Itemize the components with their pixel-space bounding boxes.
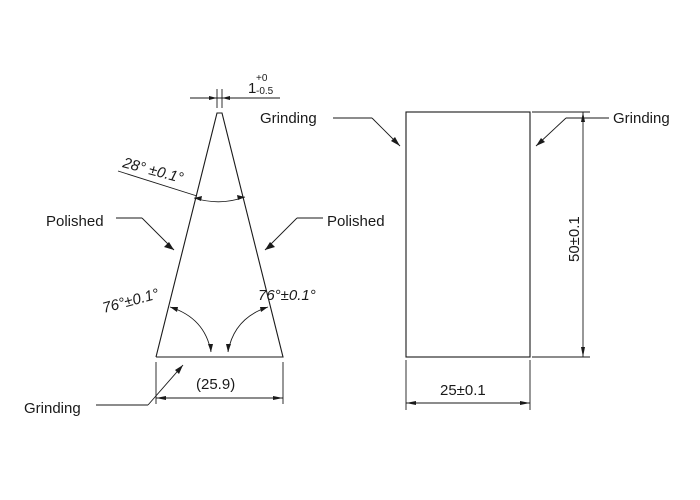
polished-right-label: Polished: [327, 213, 385, 230]
tip-width-dimension: 1 +0 -0.5: [190, 73, 280, 108]
grinding-left-leader: Grinding: [260, 110, 401, 147]
left-base-angle-dimension: 76°±0.1°: [101, 285, 213, 353]
left-base-angle-label: 76°±0.1°: [101, 285, 161, 316]
base-width-label: (25.9): [196, 376, 235, 393]
grinding-base-label: Grinding: [24, 400, 81, 417]
triangle-part: 1 +0 -0.5 28° ±0.1° 76°±0.1° 76°±0.1°: [24, 73, 385, 417]
base-width-dimension: (25.9): [155, 362, 284, 404]
width-dimension-label: 25±0.1: [440, 382, 486, 399]
right-base-angle-label: 76°±0.1°: [258, 287, 316, 304]
height-dimension-label: 50±0.1: [566, 216, 583, 262]
tip-width-upper-tolerance: +0: [256, 73, 268, 84]
rectangle-part: Grinding Grinding 50±0.1: [260, 110, 670, 410]
right-base-angle-dimension: 76°±0.1°: [226, 287, 316, 353]
rectangle-outline: [405, 111, 531, 358]
grinding-left-label: Grinding: [260, 110, 317, 127]
polished-left-label: Polished: [46, 213, 104, 230]
tip-width-nominal: 1: [248, 80, 256, 97]
tip-angle-dimension: 28° ±0.1°: [117, 154, 246, 203]
triangle-outline: [155, 112, 284, 358]
width-dimension: 25±0.1: [405, 360, 531, 410]
polished-right-leader: Polished: [264, 213, 385, 251]
tip-width-lower-tolerance: -0.5: [256, 86, 274, 97]
grinding-base-leader: Grinding: [24, 364, 184, 417]
grinding-right-leader: Grinding: [535, 110, 670, 147]
grinding-right-label: Grinding: [613, 110, 670, 127]
polished-left-leader: Polished: [46, 213, 175, 251]
height-dimension: 50±0.1: [532, 111, 590, 358]
